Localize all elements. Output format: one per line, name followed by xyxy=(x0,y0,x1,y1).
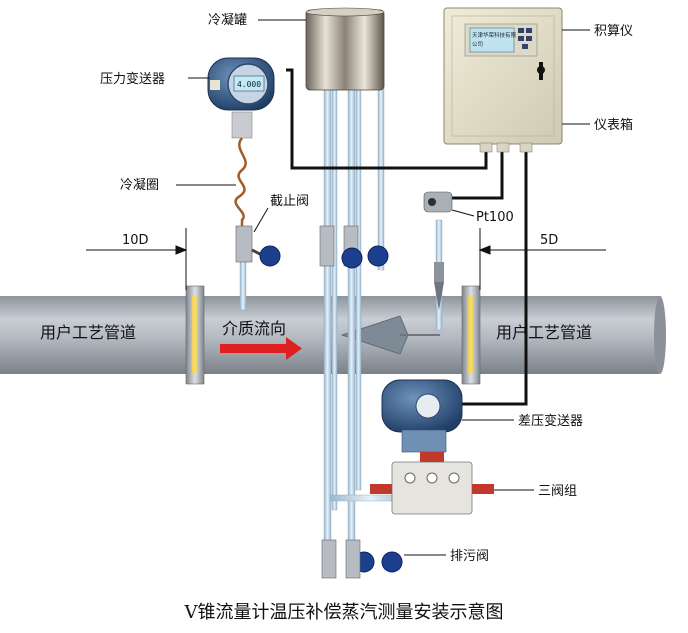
label-dim-downstream: 5D xyxy=(540,233,558,248)
dimension-markers xyxy=(86,228,606,290)
drain-valves xyxy=(321,539,403,579)
label-dim-upstream: 10D xyxy=(122,233,149,248)
flow-arrow xyxy=(220,337,302,360)
label-three-valve: 三阀组 xyxy=(538,484,577,499)
valve-handle-icon xyxy=(367,245,389,267)
leader-lines xyxy=(176,19,590,556)
diagram-title: V锥流量计温压补偿蒸汽测量安装示意图 xyxy=(184,602,504,623)
label-condensing-tank: 冷凝罐 xyxy=(208,12,247,28)
integrator-keys xyxy=(518,28,532,49)
stop-valve-left xyxy=(235,225,281,267)
valve-handle-icon xyxy=(341,247,363,269)
label-pipe-right: 用户工艺管道 xyxy=(496,323,592,342)
label-integrator: 积算仪 xyxy=(594,24,633,39)
condensing-tank xyxy=(305,7,385,91)
pt100-sensor xyxy=(423,191,453,310)
label-condensing-coil: 冷凝圈 xyxy=(120,177,159,193)
label-drain-valve: 排污阀 xyxy=(450,549,489,564)
valve-handle-icon xyxy=(381,551,403,573)
label-pt100: Pt100 xyxy=(476,210,514,225)
instrument-box: 天津华荣科技有限 公司 xyxy=(443,7,563,153)
valve-handle-icon xyxy=(259,245,281,267)
stop-valve-mid xyxy=(341,225,363,269)
pressure-transmitter: 4.000 xyxy=(207,57,275,139)
integrator-lcd xyxy=(469,27,515,53)
label-instrument-box: 仪表箱 xyxy=(594,117,633,133)
label-medium-flow: 介质流向 xyxy=(222,319,286,338)
pressure-display xyxy=(233,75,265,92)
box-lock-icon xyxy=(537,62,545,80)
integrator-lcd-line1: 天津华荣科技有限 xyxy=(472,31,517,39)
signal-cables xyxy=(286,68,528,406)
stop-valve-right xyxy=(367,245,389,267)
stop-valve-mid-left xyxy=(319,225,335,267)
label-pipe-left: 用户工艺管道 xyxy=(40,323,136,342)
dp-transmitter xyxy=(381,379,463,453)
integrator-lcd-line2: 公司 xyxy=(472,41,483,48)
three-valve-manifold xyxy=(370,452,494,515)
label-stop-valve: 截止阀 xyxy=(270,194,309,209)
label-dp-transmitter: 差压变送器 xyxy=(518,413,583,429)
condensing-coil xyxy=(234,137,247,232)
label-pressure-transmitter: 压力变送器 xyxy=(100,71,165,87)
pressure-readout: 4.000 xyxy=(237,80,261,89)
